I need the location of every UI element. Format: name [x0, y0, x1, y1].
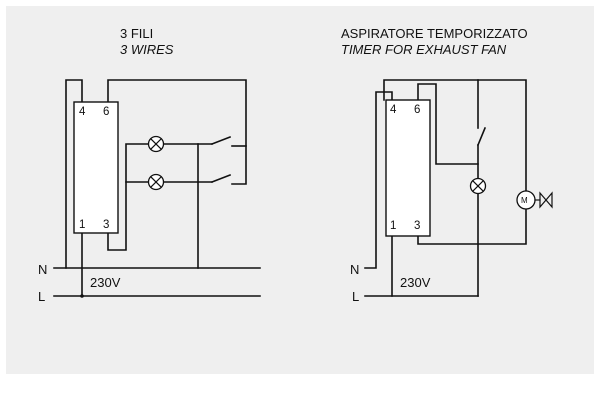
fan-motor-icon: M — [516, 190, 553, 210]
left-relay-box: 4 6 1 3 — [73, 101, 119, 234]
left-terminal-3: 3 — [103, 219, 109, 231]
left-terminal-4: 4 — [79, 106, 86, 118]
motor-label: M — [521, 196, 528, 205]
right-subtitle: TIMER FOR EXHAUST FAN — [341, 42, 507, 57]
left-lamp-2-icon — [147, 173, 165, 191]
left-terminal-1: 1 — [79, 219, 85, 231]
right-switch — [476, 126, 487, 147]
right-wire-top — [383, 79, 527, 191]
right-lamp-icon — [469, 177, 487, 195]
right-wire-terminal6 — [417, 83, 479, 165]
right-wire-terminal3 — [417, 208, 527, 245]
left-lamp-1-icon — [147, 135, 165, 153]
right-diagram: ASPIRATORE TEMPORIZZATO TIMER FOR EXHAUS… — [341, 26, 553, 304]
left-neutral-label: N — [38, 262, 47, 277]
left-diagram: 3 FILI 3 WIRES N L 230V — [38, 26, 261, 304]
right-relay-box: 4 6 1 3 — [385, 99, 431, 237]
left-live-label: L — [38, 289, 45, 304]
left-title: 3 FILI — [120, 26, 153, 41]
left-subtitle: 3 WIRES — [120, 42, 174, 57]
left-wire-terminal3 — [107, 143, 149, 251]
left-voltage-label: 230V — [90, 275, 121, 290]
right-title: ASPIRATORE TEMPORIZZATO — [341, 26, 528, 41]
left-switch-2 — [210, 173, 232, 184]
left-terminal-6: 6 — [103, 106, 109, 118]
left-wire-terminal6 — [107, 79, 247, 185]
right-terminal-3: 3 — [414, 220, 420, 232]
right-live-label: L — [352, 289, 359, 304]
right-terminal-4: 4 — [390, 104, 397, 116]
right-terminal-6: 6 — [414, 104, 420, 116]
right-terminal-1: 1 — [390, 220, 396, 232]
fan-blade-icon — [539, 191, 553, 209]
left-switch-1 — [210, 135, 232, 146]
left-wire-terminal4 — [65, 79, 83, 269]
right-wire-neutral — [364, 91, 393, 269]
right-neutral-label: N — [350, 262, 359, 277]
right-voltage-label: 230V — [400, 275, 431, 290]
